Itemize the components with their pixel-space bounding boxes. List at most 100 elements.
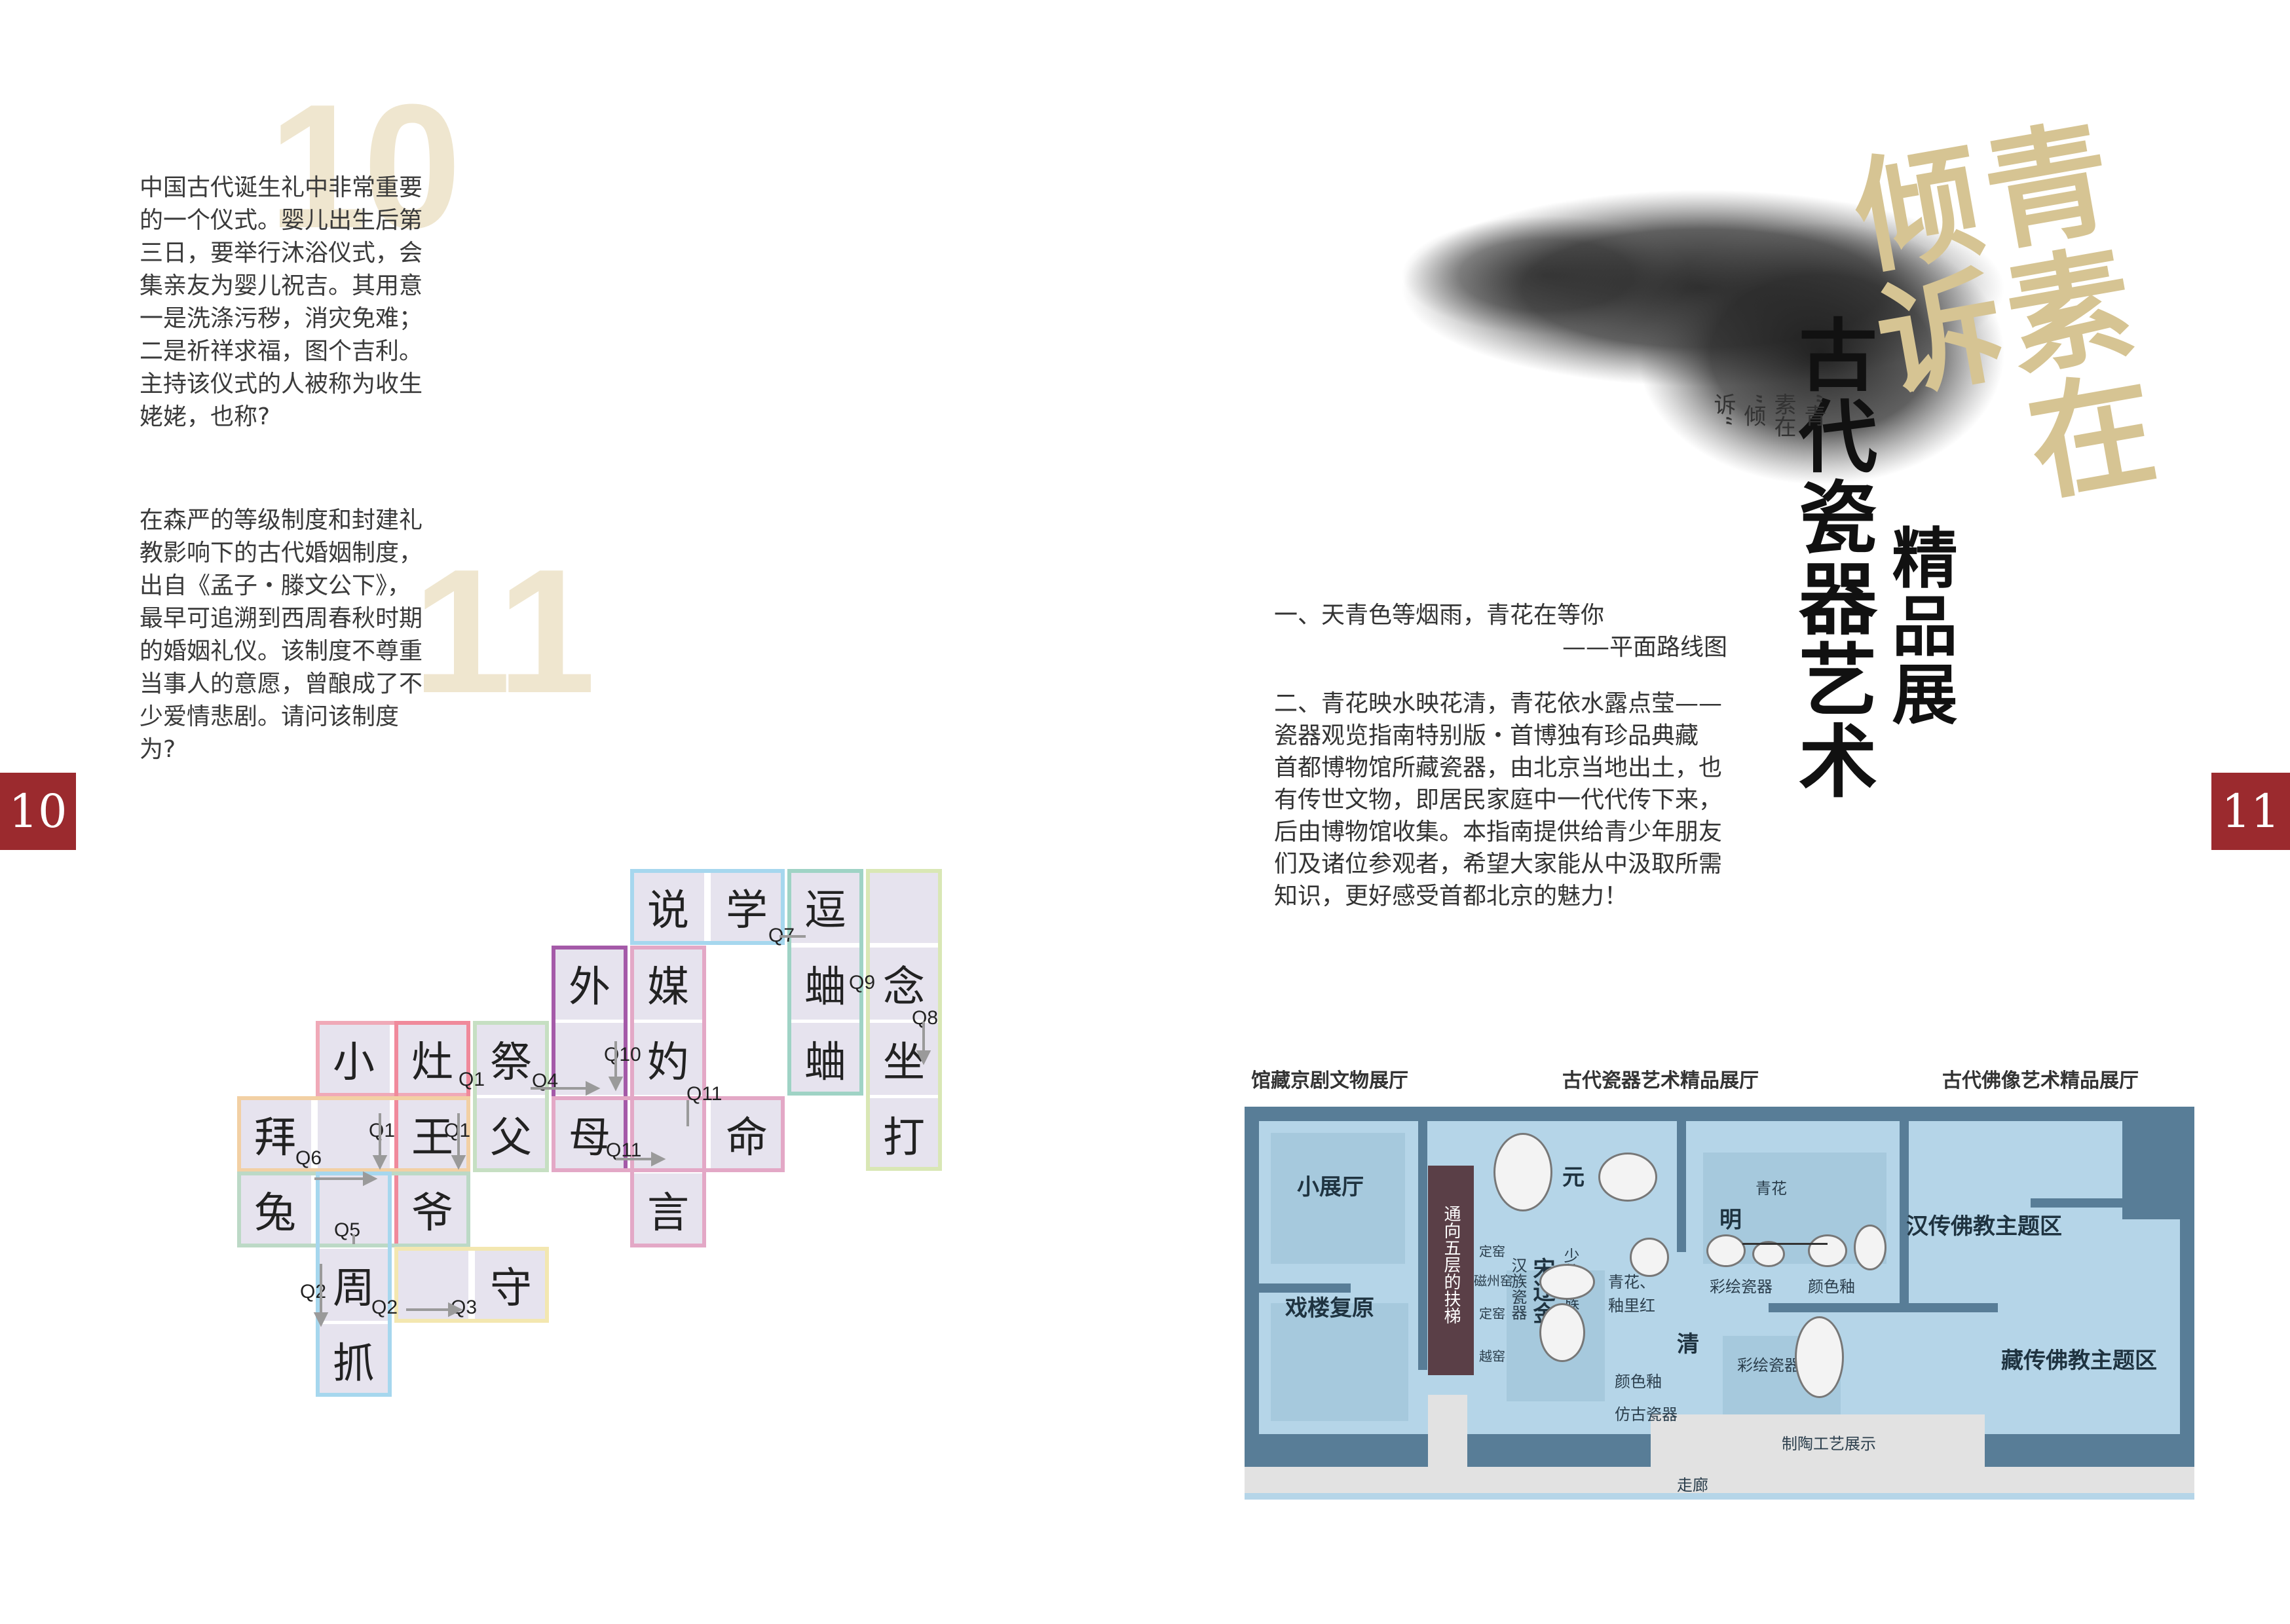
crossword-cell[interactable]: 蛐 (789, 1023, 861, 1095)
text-line: 中国古代诞生礼中非常重要 (140, 174, 423, 201)
clue-label: Q6 (295, 1147, 322, 1169)
text-line: 的一个仪式。婴儿出生后第 (140, 207, 423, 234)
escalator (1428, 1166, 1474, 1375)
text-line: 们及诸位参观者，希望大家能从中汲取所需 (1274, 851, 1723, 877)
porcelain-vase-icon (1539, 1303, 1585, 1362)
quote-column: “青 (1800, 393, 1826, 427)
text-line: 教影响下的古代婚姻制度， (140, 540, 423, 566)
crossword-cell[interactable]: 爷 (396, 1173, 468, 1246)
crossword-cell[interactable]: 祭 (475, 1023, 547, 1095)
crossword-cell[interactable]: 言 (632, 1173, 704, 1246)
clue-label: Q10 (604, 1044, 641, 1065)
map-label: 汉族瓷器 (1509, 1257, 1527, 1320)
room-panel (1271, 1303, 1408, 1421)
room-label-yuan: 元 (1562, 1164, 1585, 1190)
hall-label-opera: 馆藏京剧文物展厅 (1251, 1069, 1408, 1092)
crossword-cell[interactable] (318, 1173, 390, 1246)
text-line: 姥姥，也称? (140, 403, 271, 430)
map-label: 彩绘瓷器 (1737, 1356, 1800, 1375)
room-panel (1271, 1133, 1405, 1264)
text-line: 的婚姻礼仪。该制度不尊重 (140, 638, 423, 665)
text-line: 后由博物馆收集。本指南提供给青少年朋友 (1274, 819, 1723, 845)
porcelain-vase-icon (1795, 1316, 1844, 1398)
crossword-cell[interactable]: 守 (475, 1249, 547, 1321)
corridor (1651, 1414, 1985, 1467)
text-line: 少爱情悲剧。请问该制度 (140, 703, 400, 730)
corridor (1428, 1395, 1467, 1467)
crossword-cell[interactable]: 媒 (632, 948, 704, 1020)
room-label-tibet-buddhism: 藏传佛教主题区 (2001, 1348, 2157, 1374)
quote-column: 素在 (1770, 393, 1796, 437)
map-label: 彩绘瓷器 (1710, 1278, 1773, 1296)
map-label: 青花、釉里红 (1608, 1273, 1655, 1315)
crossword-cell[interactable]: 父 (475, 1098, 547, 1170)
page-number-left: 10 (0, 773, 76, 850)
crossword-cell[interactable]: 打 (868, 1098, 940, 1170)
exhibition-subtitle-1: 古代瓷器艺术 (1785, 314, 1877, 802)
map-label: 越窑 (1479, 1348, 1505, 1364)
text-line: 出自《孟子・滕文公下》， (140, 572, 411, 599)
crossword-cell[interactable]: 灶 (396, 1023, 468, 1095)
text-line: 三日，要举行沐浴仪式，会 (140, 240, 423, 267)
crossword-cell[interactable]: 坐 (868, 1023, 940, 1095)
text-line: 在森严的等级制度和封建礼 (140, 507, 423, 534)
clue-label: Q1 (369, 1120, 396, 1141)
wall (2031, 1198, 2129, 1208)
porcelain-figure-icon (1493, 1133, 1552, 1211)
clue-label: Q5 (334, 1219, 361, 1241)
escalator-label: 通向五层的扶梯 (1441, 1205, 1461, 1324)
guide-intro: 二、青花映水映花清，青花依水露点莹—— 瓷器观览指南特别版・首博独有珍品典藏 首… (1274, 688, 1759, 912)
text-line: 二、青花映水映花清，青花依水露点莹—— (1274, 690, 1723, 717)
crossword-cell[interactable]: 母 (554, 1098, 626, 1170)
porcelain-bowl-icon (1539, 1264, 1595, 1300)
wall (1259, 1283, 1351, 1293)
crossword-cell[interactable]: 拜 (239, 1098, 311, 1170)
crossword-cell[interactable]: 兔 (239, 1173, 311, 1246)
quote-column: 诉“ (1710, 393, 1736, 427)
crossword-cell[interactable] (868, 871, 940, 943)
corridor-label: 走廊 (1677, 1476, 1708, 1494)
room-label-small-hall: 小展厅 (1297, 1174, 1364, 1200)
crossword-cell[interactable]: 命 (711, 1098, 783, 1170)
porcelain-jar-icon (1854, 1225, 1886, 1270)
text-line: 首都博物馆所藏瓷器，由北京当地出土，也 (1274, 754, 1723, 781)
wall (1677, 1121, 1686, 1252)
wall (1900, 1121, 1909, 1304)
clue-label: Q8 (912, 1007, 939, 1029)
exhibition-subtitle-2: 精品展 (1881, 524, 1958, 728)
crossword-cell[interactable]: 蛐 (789, 948, 861, 1020)
map-label: 磁州窑 (1474, 1273, 1513, 1289)
wall (1245, 1107, 1259, 1467)
map-label: 颜色釉 (1615, 1373, 1662, 1391)
text-line: 瓷器观览指南特别版・首博独有珍品典藏 (1274, 722, 1699, 749)
floor-plan-map: 通向五层的扶梯 小展厅 戏楼复原 元 明 清 宋辽金 汉传佛教主题区 藏传佛教主… (1245, 1107, 2194, 1500)
crossword-cell[interactable]: 外 (554, 948, 626, 1020)
text-line: 一、天青色等烟雨，青花在等你 (1274, 602, 1605, 629)
crossword-cell[interactable]: 学 (711, 871, 783, 943)
text-line: 主持该仪式的人被称为收生 (140, 371, 423, 397)
room-label-qing: 清 (1677, 1331, 1699, 1357)
crossword-cell[interactable]: 念 (868, 948, 940, 1020)
text-line: 有传世文物，即居民家庭中一代代传下来， (1274, 786, 1723, 813)
room-label-ming: 明 (1719, 1207, 1742, 1233)
corridor (1245, 1467, 2194, 1493)
wall (1769, 1303, 1998, 1312)
wall (1245, 1107, 2194, 1121)
crossword-cell[interactable]: 抓 (318, 1324, 390, 1396)
porcelain-cup-icon (1706, 1234, 1746, 1267)
crossword-cell[interactable]: 小 (318, 1023, 390, 1095)
crossword-cell[interactable]: 逗 (789, 871, 861, 943)
question-number-11: 11 (413, 533, 595, 730)
text-line: 一是洗涤污秽，消灾免难； (140, 305, 423, 332)
map-label: 定窑 (1479, 1306, 1505, 1321)
clue-label: Q9 (849, 972, 876, 993)
crossword-cell[interactable]: 妁 (632, 1023, 704, 1095)
text-line: ——平面路线图 (1562, 634, 1728, 661)
text-line: 当事人的意愿，曾酿成了不 (140, 671, 423, 697)
question-11-text: 在森严的等级制度和封建礼 教影响下的古代婚姻制度， 出自《孟子・滕文公下》， 最… (140, 504, 447, 766)
clue-label: Q2 (371, 1297, 398, 1318)
ink-splash-decoration (1402, 190, 2004, 485)
crossword-cell[interactable]: 周 (318, 1249, 390, 1321)
crossword-cell[interactable]: 说 (632, 871, 704, 943)
map-label: 青花 (1755, 1179, 1787, 1198)
